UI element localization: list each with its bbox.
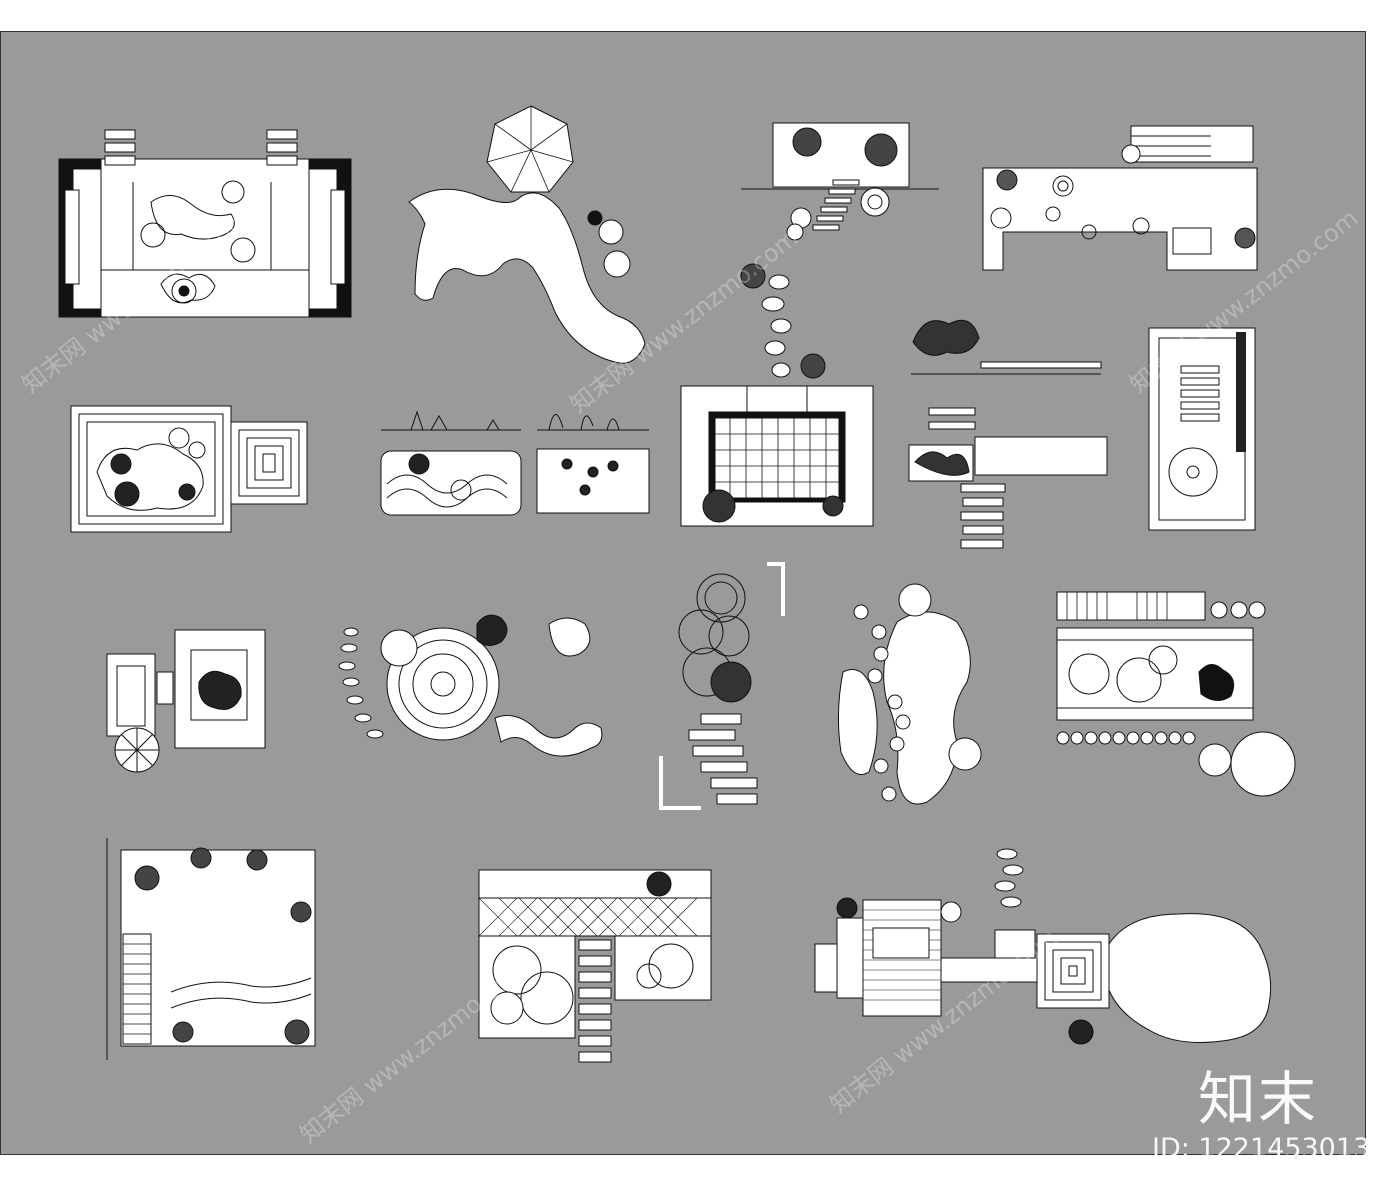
- plan-deck-umbrella: [106, 629, 266, 773]
- plan-linear-wall: [908, 319, 1108, 549]
- plan-drawings: [58, 105, 1296, 1063]
- brand-watermark-logo: 知末: [1198, 1065, 1319, 1133]
- plan-circular-plaza: [338, 614, 603, 757]
- plan-rock-garden: [837, 583, 982, 805]
- plan-terrace-l-shape: [982, 125, 1258, 271]
- plan-twin-lawns: [478, 869, 712, 1063]
- plan-pavilion-curved-path: [408, 105, 646, 364]
- image-id-label: ID: 1221453013: [1152, 1133, 1371, 1164]
- plan-planter-vignettes: [380, 410, 650, 516]
- plan-corner-garden: [106, 838, 316, 1060]
- plan-narrow-courtyard: [1148, 327, 1256, 531]
- plan-courtyard-steps: [741, 122, 939, 241]
- plan-deck-pond: [814, 848, 1272, 1045]
- plan-symmetric-garden: [58, 129, 352, 318]
- drawing-sheet: 知末网 www.znzmo.com 知末网 www.znzmo.com 知末网 …: [0, 31, 1366, 1155]
- plan-circle-lawn: [1056, 591, 1296, 797]
- plan-circles-steps: [659, 562, 785, 810]
- plan-pond-garden: [70, 405, 308, 533]
- plan-grid-pool: [680, 263, 874, 527]
